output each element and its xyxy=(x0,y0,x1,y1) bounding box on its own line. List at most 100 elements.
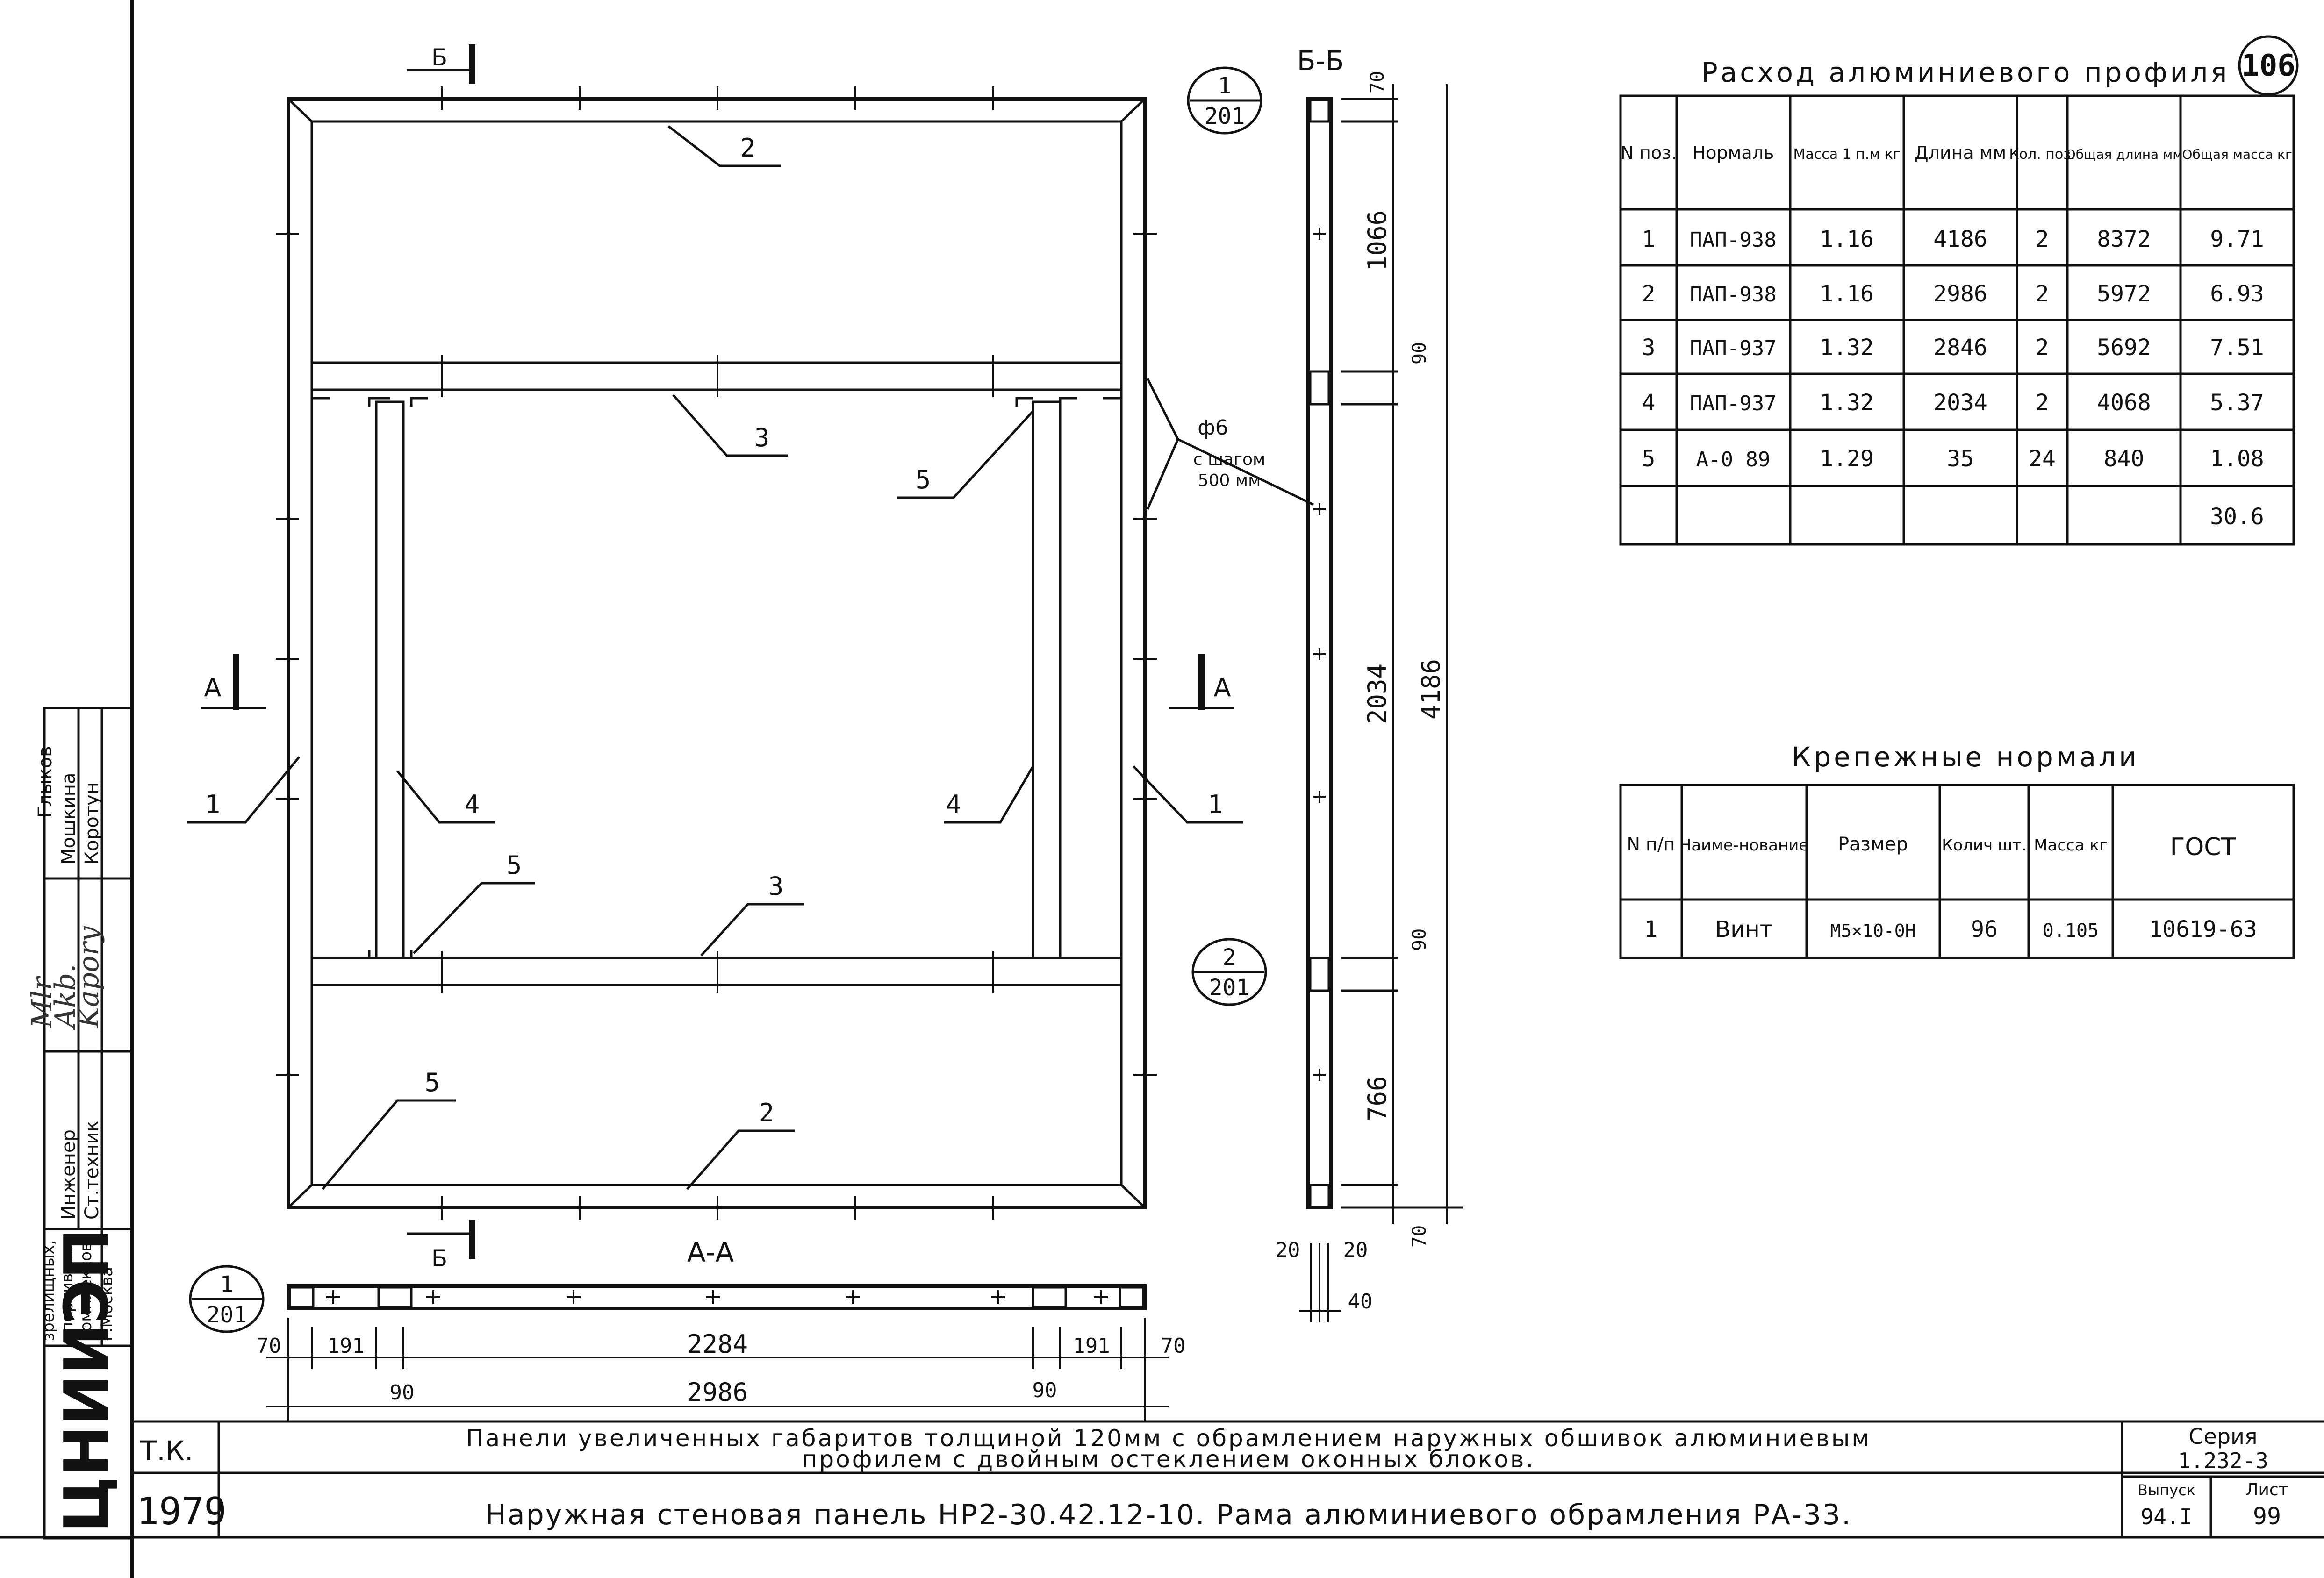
issue-label: Выпуск xyxy=(2138,1481,2195,1499)
pos-label-3-bottom: 3 xyxy=(768,871,784,901)
ref-top-sheet: 201 xyxy=(1205,103,1245,129)
header-cell: Масса 1 п.м кг xyxy=(1793,146,1901,163)
cell: 1.16 xyxy=(1820,226,1874,252)
stamp-name-2: Коротун xyxy=(81,782,103,864)
cut-label-b-bottom: Б xyxy=(431,1245,447,1272)
cell: 1.32 xyxy=(1820,390,1874,416)
ref-bottom-sheet: 201 xyxy=(207,1302,247,1328)
dim-s-20-left: 20 xyxy=(1276,1238,1300,1262)
cell: 2034 xyxy=(1933,390,1987,416)
section-aa: А-А 1 201 70 191 xyxy=(189,1236,1185,1421)
sheet-value: 99 xyxy=(2253,1503,2281,1530)
cell: 1.08 xyxy=(2210,446,2264,472)
signature-1: Mlr xyxy=(26,975,58,1028)
dim-s-40: 40 xyxy=(1348,1290,1373,1314)
profile-row-5: 5 А-0 89 1.29 35 24 840 1.08 xyxy=(1642,446,2264,472)
post-left xyxy=(375,400,405,959)
cell: 1.29 xyxy=(1820,446,1874,472)
title-line-1: Панели увеличенных габаритов толщиной 12… xyxy=(466,1425,1871,1452)
profile-table-title: Расход алюминиевого профиля xyxy=(1701,57,2230,88)
stamp-org-line-5: комплексов xyxy=(77,1242,95,1341)
dim-h-2284: 2284 xyxy=(687,1329,748,1359)
stamp-org-line-4: спортивных xyxy=(58,1241,77,1341)
cell: ПАП-937 xyxy=(1690,336,1776,360)
cell: 8372 xyxy=(2097,226,2151,252)
side-stamp: Инженер Ст.техник Мошкина Коротун Глыков… xyxy=(26,707,134,1540)
header-cell: ГОСТ xyxy=(2170,833,2236,861)
cell: 5.37 xyxy=(2210,390,2264,416)
cell: 5972 xyxy=(2097,281,2151,307)
pos-label-1-right: 1 xyxy=(1208,790,1223,819)
dim-v-70-top: 70 xyxy=(1367,71,1388,93)
fastener-table-title: Крепежные нормали xyxy=(1792,741,2139,773)
profile-row-3: 3 ПАП-937 1.32 2846 2 5692 7.51 xyxy=(1642,335,2264,361)
cell: 1.32 xyxy=(1820,335,1874,361)
section-bb-title: Б-Б xyxy=(1297,45,1344,77)
cell: 2846 xyxy=(1933,335,1987,361)
fastener-row-1: 1 Винт М5×10-0Н 96 0.105 10619-63 xyxy=(1644,916,2257,943)
header-cell: Масса кг xyxy=(2034,836,2108,855)
signature-3: Kapory xyxy=(72,926,105,1028)
header-cell: Колич шт. xyxy=(1942,836,2026,855)
cut-mark-b-bottom: Б xyxy=(407,1220,475,1272)
stamp-role-engineer: Инженер xyxy=(58,1129,79,1220)
cell: 2986 xyxy=(1933,281,1987,307)
dim-v-4186: 4186 xyxy=(1416,659,1446,720)
cell: 7.51 xyxy=(2210,335,2264,361)
profile-table-header: N поз. Нормаль Масса 1 п.м кг Длина мм К… xyxy=(1621,143,2292,163)
cell: ПАП-937 xyxy=(1690,392,1776,415)
cut-label-a-left: А xyxy=(204,673,222,702)
dim-v-766: 766 xyxy=(1363,1076,1392,1121)
pos-label-1-left: 1 xyxy=(205,790,221,819)
profile-total: 30.6 xyxy=(2210,504,2264,530)
cell: 1 xyxy=(1644,916,1658,943)
section-bb: Б-Б 70 1066 90 2034 90 766 70 4186 xyxy=(1276,45,1463,1322)
header-cell: Кол. поз. xyxy=(2009,146,2075,163)
cell: 9.71 xyxy=(2210,226,2264,252)
bolt-note-spacing: 500 мм xyxy=(1198,471,1261,490)
sheet-number-badge: 106 xyxy=(2238,35,2299,96)
profile-row-1: 1 ПАП-938 1.16 4186 2 8372 9.71 xyxy=(1642,226,2264,252)
header-cell: Размер xyxy=(1838,834,1908,855)
cell: 35 xyxy=(1947,446,1974,472)
cell: 10619-63 xyxy=(2149,916,2257,943)
dim-v-1066: 1066 xyxy=(1363,210,1392,271)
stamp-code: Т.К. xyxy=(140,1435,193,1467)
ref-callout-mid: 2 201 xyxy=(1191,938,1267,1006)
cell: ПАП-938 xyxy=(1690,228,1776,252)
stamp-name-1: Мошкина xyxy=(58,773,79,864)
fastener-table: Крепежные нормали N п/п Наиме-нование Ра… xyxy=(1619,741,2295,959)
pos-label-5-mid: 5 xyxy=(507,850,522,880)
cell: 2 xyxy=(2036,281,2049,307)
cell: 96 xyxy=(1971,916,1998,943)
cell: 24 xyxy=(2029,446,2056,472)
cell: 2 xyxy=(1642,281,1656,307)
section-bb-bolts xyxy=(1313,228,1326,1081)
frame-inner-line xyxy=(310,120,1123,1186)
ref-mid-sheet: 201 xyxy=(1209,975,1250,1001)
cell: 4 xyxy=(1642,390,1656,416)
cell: 5 xyxy=(1642,446,1656,472)
cell: 2 xyxy=(2036,226,2049,252)
title-line-2: профилем с двойным остеклением оконных б… xyxy=(802,1446,1535,1473)
pos-label-5-bottom: 5 xyxy=(425,1068,440,1097)
header-cell: Нормаль xyxy=(1693,143,1774,163)
cut-mark-a-right: А xyxy=(1169,654,1234,710)
bolt-ticks xyxy=(276,86,1157,1220)
sheet-number: 106 xyxy=(2241,49,2295,83)
dim-v-2034: 2034 xyxy=(1363,664,1392,724)
header-cell: Наиме-нование xyxy=(1679,836,1808,855)
dim-v-90-top: 90 xyxy=(1409,342,1430,364)
header-cell: Общая масса кг xyxy=(2182,147,2292,162)
profile-table: Расход алюминиевого профиля N поз. Норма… xyxy=(1619,57,2295,546)
section-aa-title: А-А xyxy=(687,1236,734,1268)
cell: 2 xyxy=(2036,335,2049,361)
ref-callout-top: 1 201 xyxy=(1187,66,1262,135)
profile-row-4: 4 ПАП-937 1.32 2034 2 4068 5.37 xyxy=(1642,390,2264,416)
cell: Винт xyxy=(1715,916,1772,943)
dim-v-70-bottom: 70 xyxy=(1409,1225,1430,1248)
frame-elevation: Б Б А А 2 3 5 1 4 xyxy=(187,44,1314,1272)
bolt-note-diameter: ф6 xyxy=(1198,416,1228,440)
stamp-approver: Глыков xyxy=(35,746,56,818)
